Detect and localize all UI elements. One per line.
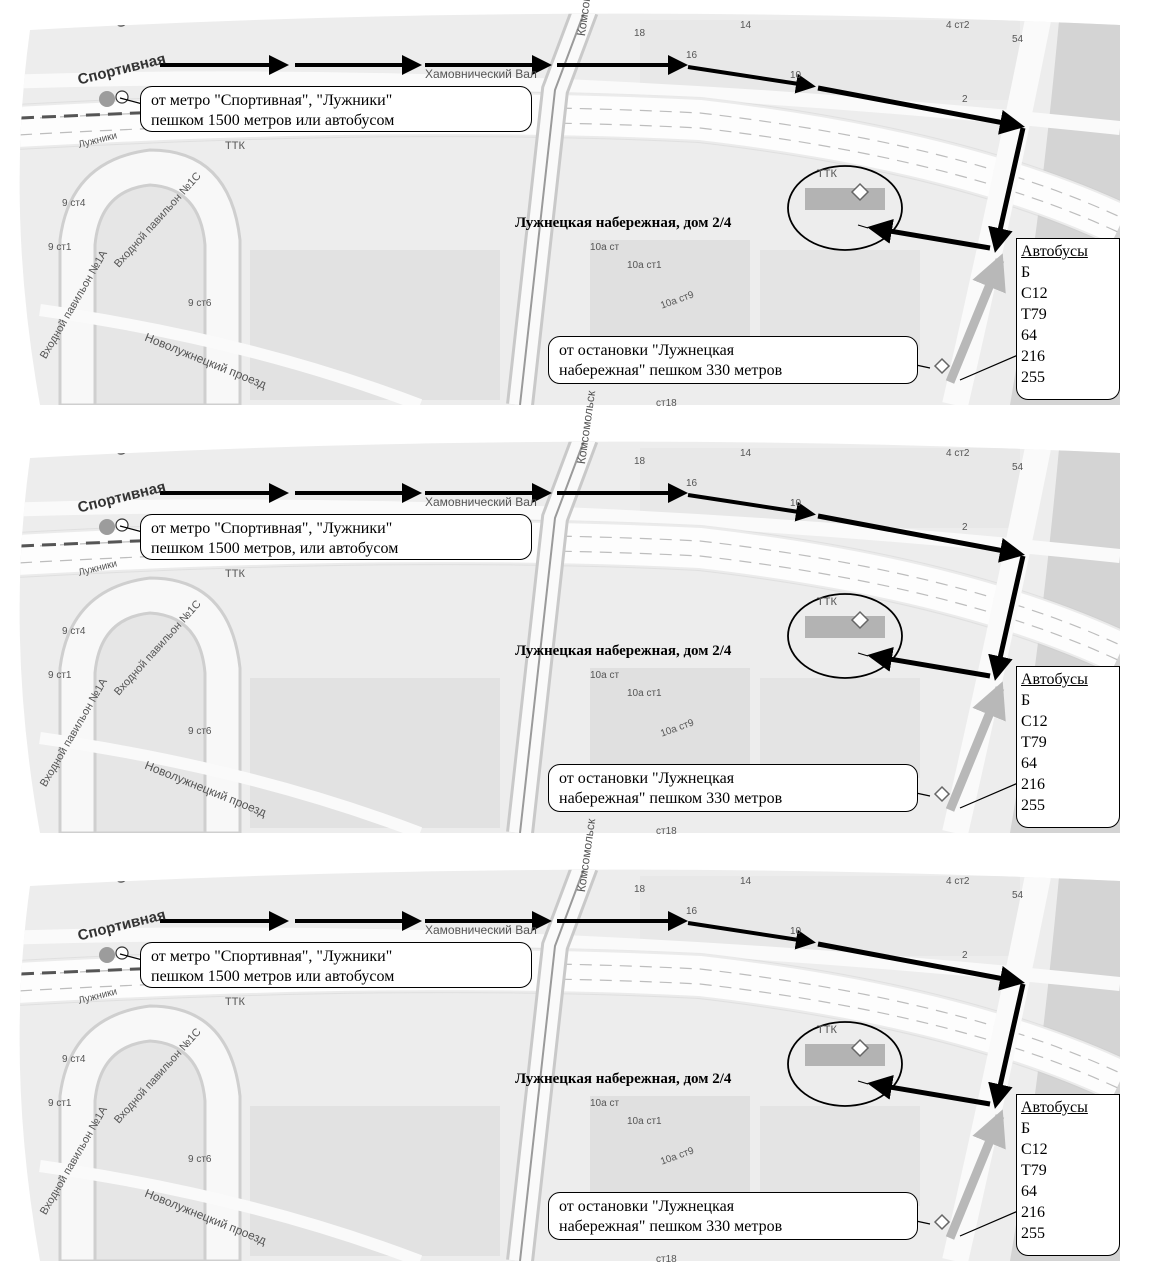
- house-number: 54: [1012, 462, 1024, 473]
- bus-route: 64: [1021, 327, 1037, 344]
- bus-stop-callout-line-2: набережная" пешком 330 метров: [559, 790, 783, 807]
- bus-list-title: Автобусы: [1021, 671, 1088, 688]
- building-label: 10а ст1: [627, 1116, 662, 1127]
- bus-stop-callout-line-2: набережная" пешком 330 метров: [559, 362, 783, 379]
- metro-callout: от метро "Спортивная", "Лужники" пешком …: [140, 942, 532, 988]
- building-label: 9 ст1: [48, 1098, 72, 1109]
- house-number: 10: [790, 926, 802, 937]
- ring-road-label: ТТК: [225, 568, 245, 580]
- bus-list: Автобусы Б С12 Т79 64 216 255: [1016, 1094, 1120, 1256]
- metro-callout-line-1: от метро "Спортивная", "Лужники": [151, 92, 393, 109]
- destination-address: Лужнецкая набережная, дом 2/4: [515, 643, 732, 659]
- house-number: 18: [634, 884, 646, 895]
- building-label: 9 ст1: [48, 670, 72, 681]
- building-label: 9 ст1: [48, 242, 72, 253]
- building-label: 10а ст1: [627, 260, 662, 271]
- house-number: 14: [740, 448, 752, 459]
- metro-callout-line-2: пешком 1500 метров, или автобусом: [151, 540, 399, 557]
- metro-callout: от метро "Спортивная", "Лужники" пешком …: [140, 86, 532, 132]
- bus-list: Автобусы Б С12 Т79 64 216 255: [1016, 666, 1120, 828]
- metro-callout: от метро "Спортивная", "Лужники" пешком …: [140, 514, 532, 560]
- bus-list-title: Автобусы: [1021, 243, 1088, 260]
- street-khamovnichesky-label: Хамовнический Вал: [425, 923, 537, 937]
- bus-route: С12: [1021, 713, 1048, 730]
- metro-callout-line-1: от метро "Спортивная", "Лужники": [151, 948, 393, 965]
- bus-stop-callout-line-2: набережная" пешком 330 метров: [559, 1218, 783, 1235]
- ring-road-label: ТТК: [225, 140, 245, 152]
- building-label: 9 ст4: [62, 1054, 86, 1065]
- house-number: 14: [740, 20, 752, 31]
- house-number: 18: [634, 28, 646, 39]
- building-label: 4 ст2: [946, 876, 970, 887]
- ring-road-label: ТТК: [225, 996, 245, 1008]
- bus-route: Б: [1021, 1120, 1031, 1137]
- building-label: 9 ст6: [188, 726, 212, 737]
- building-label: ст18: [656, 826, 677, 837]
- building-label: ст18: [656, 398, 677, 409]
- building-label: 9 ст4: [62, 198, 86, 209]
- building-label: 4 ст2: [946, 448, 970, 459]
- bus-stop-callout-line-1: от остановки "Лужнецкая: [559, 1198, 735, 1215]
- bus-route: 64: [1021, 1183, 1037, 1200]
- building-label: 9 ст6: [188, 1154, 212, 1165]
- house-number: 54: [1012, 34, 1024, 45]
- building-label: 4 ст2: [946, 20, 970, 31]
- building-label: 10а ст: [590, 1098, 620, 1109]
- bus-route: С12: [1021, 285, 1048, 302]
- metro-callout-line-2: пешком 1500 метров или автобусом: [151, 968, 395, 985]
- bus-route: С12: [1021, 1141, 1048, 1158]
- bus-stop-callout: от остановки "Лужнецкая набережная" пешк…: [548, 764, 918, 812]
- destination-address: Лужнецкая набережная, дом 2/4: [515, 1071, 732, 1087]
- bus-stop-callout: от остановки "Лужнецкая набережная" пешк…: [548, 336, 918, 384]
- ring-road-label-2: ТТК: [817, 1024, 837, 1036]
- ring-road-label-2: ТТК: [817, 596, 837, 608]
- metro-callout-line-2: пешком 1500 метров или автобусом: [151, 112, 395, 129]
- bus-route: 216: [1021, 348, 1045, 365]
- bus-route: 216: [1021, 776, 1045, 793]
- map-panel-2: Спортивная Лужники Хамовнический Вал Ком…: [0, 390, 1150, 837]
- bus-route: 255: [1021, 1225, 1045, 1242]
- bus-route: 255: [1021, 797, 1045, 814]
- house-number: 14: [740, 876, 752, 887]
- map-panel-3: Спортивная Лужники Хамовнический Вал Ком…: [0, 818, 1150, 1265]
- street-khamovnichesky-label: Хамовнический Вал: [425, 67, 537, 81]
- house-number: 2: [962, 522, 968, 533]
- building-label: 9 ст4: [62, 626, 86, 637]
- bus-route: 255: [1021, 369, 1045, 386]
- house-number: 16: [686, 478, 698, 489]
- bus-stop-callout-line-1: от остановки "Лужнецкая: [559, 770, 735, 787]
- destination-address: Лужнецкая набережная, дом 2/4: [515, 215, 732, 231]
- bus-stop-callout: от остановки "Лужнецкая набережная" пешк…: [548, 1192, 918, 1240]
- house-number: 16: [686, 50, 698, 61]
- bus-stop-callout-line-1: от остановки "Лужнецкая: [559, 342, 735, 359]
- bus-route: Т79: [1021, 1162, 1047, 1179]
- building-label: 9 ст6: [188, 298, 212, 309]
- house-number: 2: [962, 950, 968, 961]
- metro-callout-line-1: от метро "Спортивная", "Лужники": [151, 520, 393, 537]
- bus-list: Автобусы Б С12 Т79 64 216 255: [1016, 238, 1120, 400]
- house-number: 2: [962, 94, 968, 105]
- map-panel-1: Спортивная Лужники Хамовнический Вал Ком…: [0, 0, 1150, 409]
- house-number: 18: [634, 456, 646, 467]
- house-number: 54: [1012, 890, 1024, 901]
- house-number: 10: [790, 70, 802, 81]
- street-khamovnichesky-label: Хамовнический Вал: [425, 495, 537, 509]
- bus-route: 216: [1021, 1204, 1045, 1221]
- house-number: 10: [790, 498, 802, 509]
- bus-route: 64: [1021, 755, 1037, 772]
- bus-route: Т79: [1021, 734, 1047, 751]
- building-label: 10а ст: [590, 242, 620, 253]
- building-label: 10а ст1: [627, 688, 662, 699]
- building-label: ст18: [656, 1254, 677, 1265]
- ring-road-label-2: ТТК: [817, 168, 837, 180]
- building-label: 10а ст: [590, 670, 620, 681]
- bus-route: Б: [1021, 692, 1031, 709]
- house-number: 16: [686, 906, 698, 917]
- bus-list-title: Автобусы: [1021, 1099, 1088, 1116]
- bus-route: Т79: [1021, 306, 1047, 323]
- bus-route: Б: [1021, 264, 1031, 281]
